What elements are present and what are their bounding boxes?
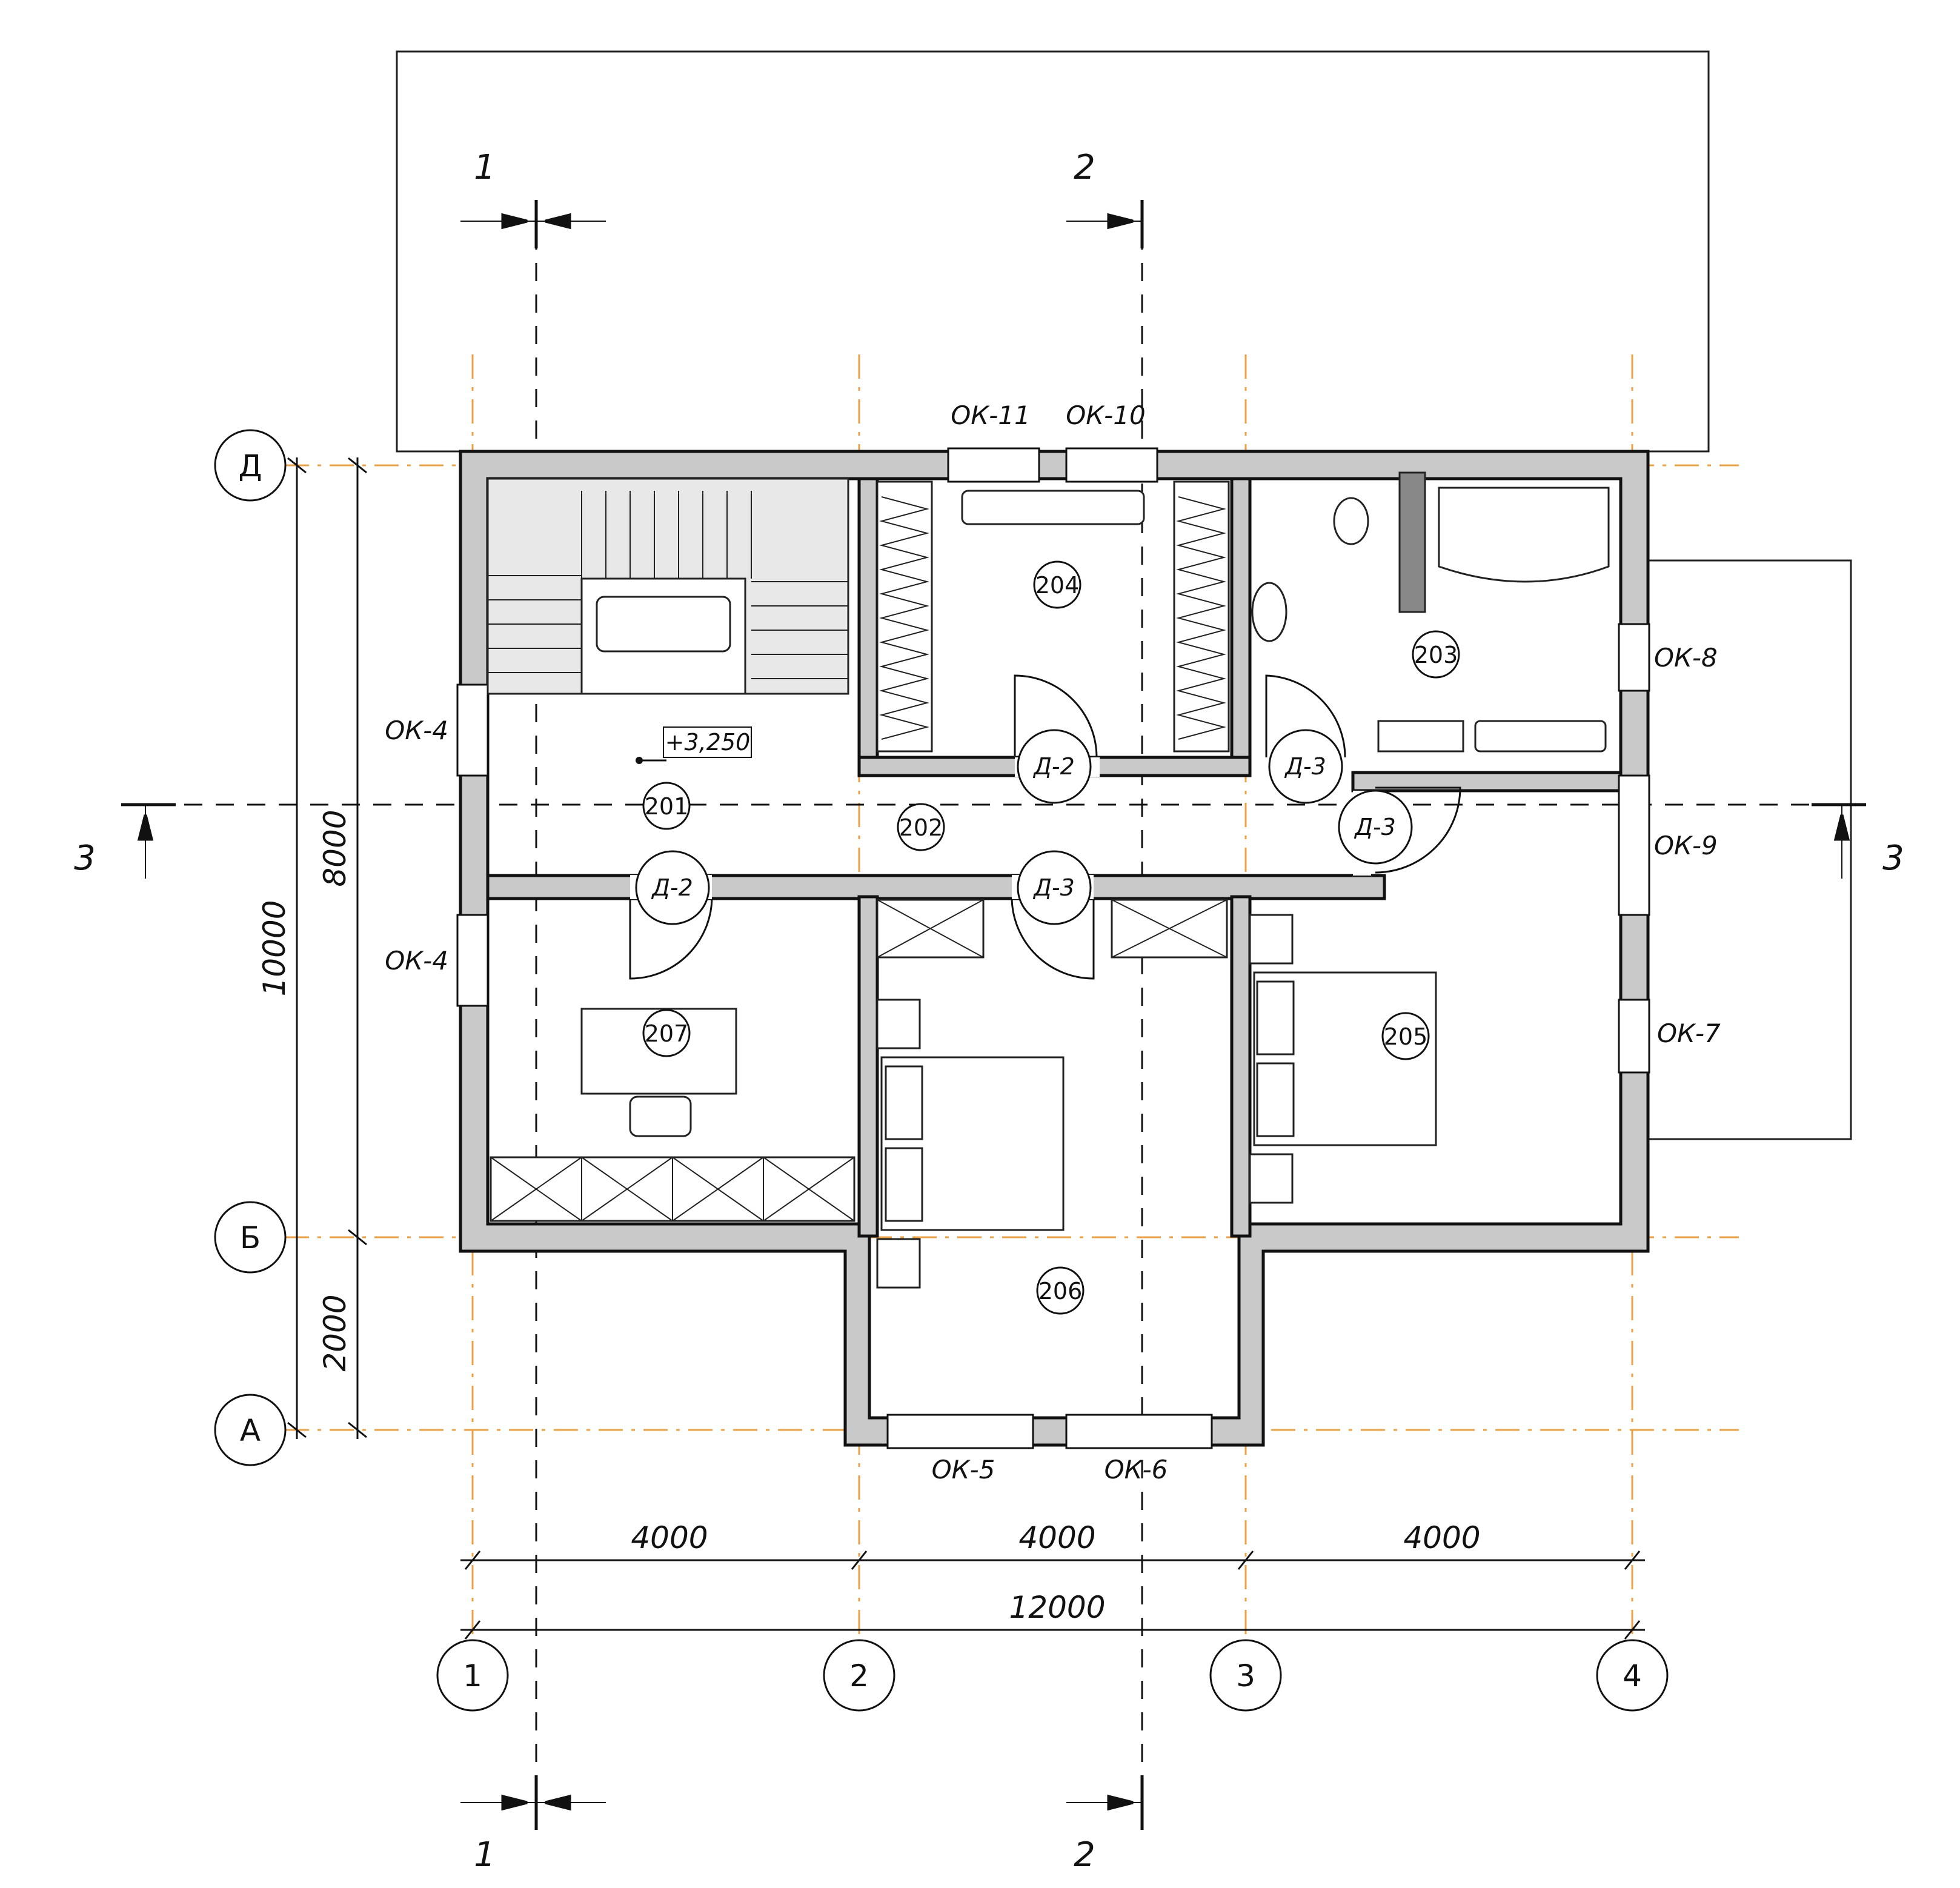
svg-text:201: 201 — [645, 793, 689, 820]
dim-span-3: 4000 — [1403, 1520, 1480, 1555]
staircase — [487, 477, 849, 695]
wardrobes — [876, 480, 1230, 753]
window-label-ok5: ОК-5 — [932, 1455, 995, 1484]
svg-text:204: 204 — [1035, 572, 1080, 599]
door-tag-2: Д-3 — [1268, 729, 1343, 804]
axis-1: 1 — [436, 1639, 509, 1712]
dim-total-horizontal: 12000 — [1009, 1590, 1105, 1625]
bathroom-fixtures — [1251, 471, 1610, 753]
section-1-top: 1 — [474, 148, 496, 187]
room-203-marker: 203 — [1412, 630, 1460, 679]
section-labels: 1 2 1 2 3 3 — [74, 148, 1904, 1875]
svg-text:Д-3: Д-3 — [1032, 874, 1075, 901]
section-3-left: 3 — [74, 839, 96, 878]
windows — [456, 447, 1650, 1449]
svg-text:Д-2: Д-2 — [651, 874, 693, 901]
svg-text:1: 1 — [463, 1658, 482, 1694]
door-tags: Д-2 Д-3 Д-3 Д-2 Д-3 — [635, 729, 1413, 925]
svg-text:205: 205 — [1384, 1023, 1428, 1050]
svg-text:2: 2 — [849, 1658, 869, 1694]
room-205-marker: 205 — [1381, 1012, 1430, 1060]
window-label-ok4-lower: ОК-4 — [385, 946, 448, 976]
svg-text:Б: Б — [240, 1220, 261, 1255]
window-label-ok8: ОК-8 — [1654, 643, 1718, 673]
axis-3: 3 — [1209, 1639, 1282, 1712]
dim-total-vertical: 10000 — [257, 900, 292, 996]
axis-4: 4 — [1596, 1639, 1669, 1712]
room-202-marker: 202 — [897, 803, 945, 851]
room-204-marker: 204 — [1033, 560, 1081, 609]
svg-text:3: 3 — [1236, 1658, 1255, 1694]
window-label-ok4-upper: ОК-4 — [385, 716, 448, 745]
svg-text:Д-2: Д-2 — [1032, 753, 1075, 780]
section-markers — [121, 200, 1866, 1830]
svg-text:4: 4 — [1623, 1658, 1642, 1694]
svg-text:А: А — [240, 1413, 261, 1448]
room-206-marker: 206 — [1036, 1266, 1085, 1315]
section-2-top: 2 — [1074, 148, 1095, 187]
elevation-label: +3,250 — [665, 729, 751, 756]
window-label-ok11: ОК-11 — [951, 401, 1030, 430]
axis-bubbles-vertical: 1 2 3 4 — [436, 1639, 1669, 1712]
door-tag-4: Д-2 — [635, 850, 710, 925]
svg-text:202: 202 — [899, 814, 943, 841]
door-tag-3: Д-3 — [1338, 789, 1413, 865]
axis-2: 2 — [823, 1639, 895, 1712]
door-tag-1: Д-2 — [1017, 729, 1092, 804]
dim-span-2000: 2000 — [317, 1294, 353, 1371]
svg-text:206: 206 — [1038, 1278, 1083, 1305]
dim-span-2: 4000 — [1018, 1520, 1095, 1555]
balcony-outline — [1642, 559, 1852, 1140]
dim-span-8000: 8000 — [317, 809, 353, 886]
room-207-marker: 207 — [642, 1009, 691, 1057]
room-201-marker: 201 — [642, 782, 691, 830]
svg-text:Д: Д — [238, 448, 262, 484]
window-label-ok9: ОК-9 — [1654, 831, 1718, 860]
window-label-ok7: ОК-7 — [1657, 1019, 1721, 1048]
svg-text:Д-3: Д-3 — [1284, 753, 1326, 780]
left-dimensions: 10000 8000 2000 — [257, 457, 367, 1439]
window-label-ok10: ОК-10 — [1066, 401, 1145, 430]
furniture — [490, 899, 1437, 1289]
door-swings — [629, 674, 1461, 980]
axis-a: А — [214, 1394, 287, 1466]
room-markers: 201 202 203 204 205 206 207 — [642, 560, 1460, 1315]
door-tag-5: Д-3 — [1017, 850, 1092, 925]
elevation-mark: +3,250 — [636, 726, 752, 764]
bottom-dimensions: 4000 4000 4000 12000 — [460, 1520, 1645, 1640]
section-3-right: 3 — [1882, 839, 1904, 878]
svg-text:Д-3: Д-3 — [1354, 814, 1396, 840]
section-lines — [121, 200, 1866, 1830]
axis-b: Б — [214, 1201, 287, 1274]
window-labels: ОК-11 ОК-10 ОК-8 ОК-9 ОК-7 ОК-4 ОК-4 ОК-… — [385, 401, 1721, 1484]
dim-span-1: 4000 — [631, 1520, 708, 1555]
roof-outline — [396, 50, 1710, 453]
section-2-bottom: 2 — [1074, 1835, 1095, 1875]
section-1-bottom: 1 — [474, 1835, 496, 1875]
svg-text:203: 203 — [1414, 642, 1458, 668]
axis-bubbles-horizontal: Д Б А — [214, 429, 287, 1466]
axis-d: Д — [214, 429, 287, 502]
svg-text:207: 207 — [645, 1020, 689, 1047]
window-label-ok6: ОК-6 — [1105, 1455, 1168, 1484]
